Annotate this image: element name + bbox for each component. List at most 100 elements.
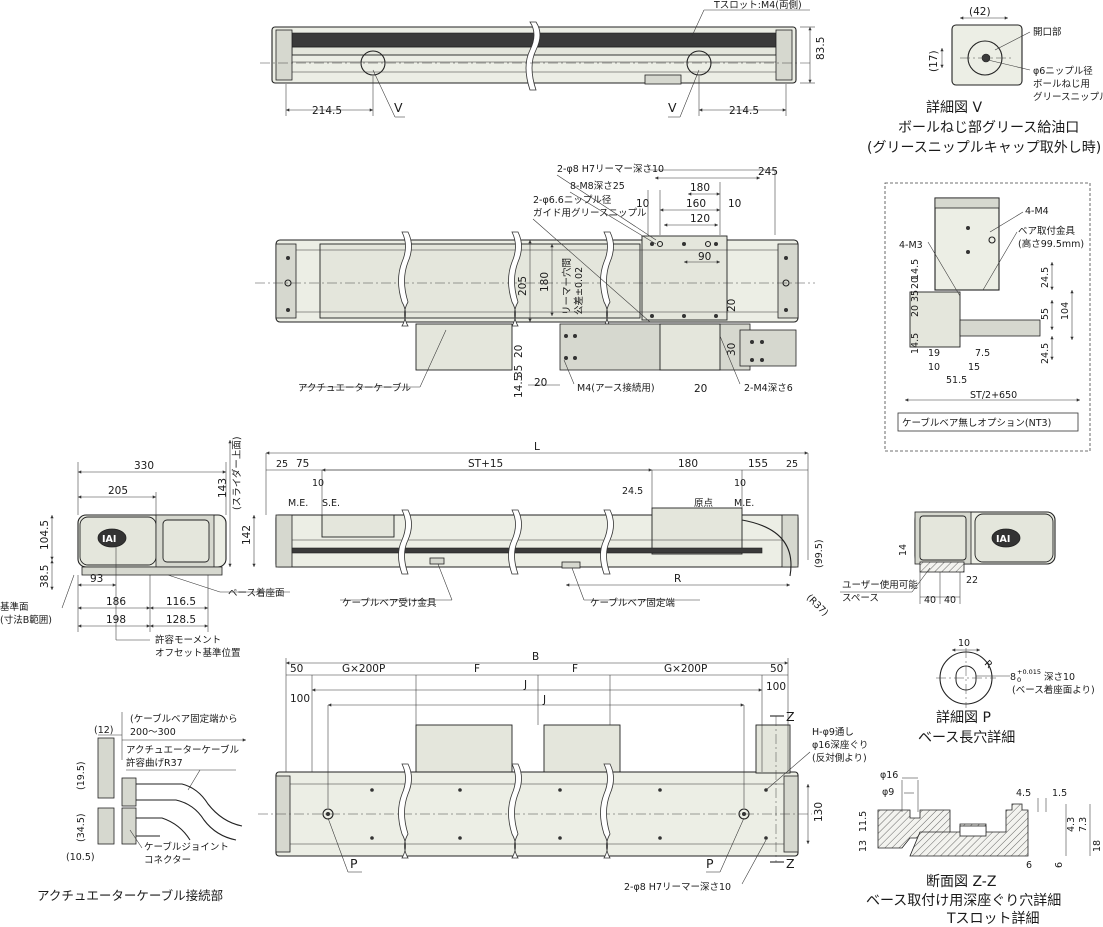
zz-d13: 13 bbox=[858, 840, 869, 852]
detail-p-title: 詳細図 P bbox=[936, 710, 991, 726]
bottom-J2: J bbox=[542, 694, 546, 706]
cable-d195: (19.5) bbox=[76, 761, 87, 790]
label-v-left: V bbox=[394, 100, 403, 115]
bottom-J1: J bbox=[523, 679, 527, 691]
plan-d30: 30 bbox=[726, 343, 738, 356]
side-se: S.E. bbox=[322, 498, 340, 509]
user-space1: ユーザー使用可能 bbox=[842, 579, 918, 591]
side-d10b: 10 bbox=[734, 478, 746, 489]
bottom-d100a: 100 bbox=[290, 693, 310, 705]
zz-d6b: 6 bbox=[1054, 862, 1065, 868]
right-d40a: 40 bbox=[924, 595, 936, 606]
detail-p-d10: 10 bbox=[958, 638, 970, 649]
detail-v-width: (42) bbox=[969, 6, 991, 18]
plan-reamer-pitch2: 公差±0.02 bbox=[573, 267, 585, 315]
nt3-d245b: 24.5 bbox=[1040, 343, 1051, 364]
end-logo: IAI bbox=[102, 534, 116, 545]
nt3-option-box: 4-M4 ベア取付金具 (高さ99.5mm) 4-M3 14.5 20 35 2… bbox=[884, 182, 1091, 452]
nt3-d19: 19 bbox=[928, 348, 940, 359]
end-d385: 38.5 bbox=[39, 565, 51, 588]
zz-d73: 7.3 bbox=[1078, 817, 1089, 832]
end-view: IAI 330 205 143 (スライダー上面) 142 104.5 38.5… bbox=[0, 436, 290, 659]
plan-reamer-pitch1: リーマー穴間 bbox=[561, 258, 573, 315]
nt3-d145b: 14.5 bbox=[910, 333, 921, 354]
plan-d20b: 20 bbox=[513, 345, 525, 358]
cable-joint2: コネクター bbox=[144, 855, 191, 866]
plan-d10a: 10 bbox=[636, 198, 649, 210]
plan-d10b: 10 bbox=[728, 198, 741, 210]
side-d155: 155 bbox=[748, 458, 768, 470]
top-dim-right: 214.5 bbox=[729, 105, 759, 117]
zz-d115: 11.5 bbox=[858, 811, 869, 832]
bottom-g200b: G×200P bbox=[664, 663, 707, 675]
nt3-d104: 104 bbox=[1060, 302, 1071, 320]
bottom-Z1: Z bbox=[786, 709, 795, 724]
cable-d345: (34.5) bbox=[76, 813, 87, 842]
zz-tslot: Tスロット詳細 bbox=[946, 911, 1040, 927]
side-r37: (R37) bbox=[804, 592, 830, 618]
plan-d35: 35 bbox=[513, 365, 525, 378]
cable-d105: (10.5) bbox=[66, 852, 95, 863]
bottom-F1: F bbox=[474, 663, 480, 675]
plan-d20d: 20 bbox=[534, 377, 547, 389]
detail-p-hole: 8 bbox=[1010, 672, 1016, 683]
detail-v-title: 詳細図 V bbox=[926, 100, 982, 116]
cable-bend2: 許容曲げR37 bbox=[126, 757, 183, 769]
cable-from-fixed2: 200〜300 bbox=[130, 727, 176, 738]
detail-p-subtitle: ベース長穴詳細 bbox=[918, 730, 1015, 746]
side-view: L 25 75 ST+15 180 155 25 10 24.5 10 M.E.… bbox=[265, 441, 830, 619]
top-view: 214.5 214.5 V V Tスロット:M4(両側) 83.5 bbox=[260, 0, 827, 118]
side-d180: 180 bbox=[678, 458, 698, 470]
bearer-receiver-label: ケーブルベア受け金具 bbox=[342, 597, 437, 609]
nt3-pair-fix2: (高さ99.5mm) bbox=[1018, 238, 1084, 250]
bearer-fixed-label: ケーブルベア固定端 bbox=[590, 597, 675, 609]
zz-subtitle: ベース取付け用深座ぐり穴詳細 bbox=[866, 893, 1061, 909]
nipple-line3: グリースニップル bbox=[1033, 91, 1103, 103]
cable-d12: (12) bbox=[94, 725, 114, 736]
zz-title: 断面図 Z-Z bbox=[926, 874, 996, 890]
end-d1045: 104.5 bbox=[39, 520, 51, 550]
side-L: L bbox=[534, 441, 540, 453]
nt3-d245a: 24.5 bbox=[1040, 267, 1051, 288]
nipple-line2: ボールねじ用 bbox=[1033, 79, 1090, 90]
actuator-cable-label: アクチュエーターケーブル bbox=[298, 382, 411, 394]
side-d995: (99.5) bbox=[814, 539, 825, 568]
nt3-m3: 4-M3 bbox=[899, 240, 923, 251]
bottom-F2: F bbox=[572, 663, 578, 675]
cable-caption: アクチュエーターケーブル接続部 bbox=[37, 888, 223, 903]
end-d143: 143 bbox=[217, 478, 229, 498]
top-height: 83.5 bbox=[815, 37, 827, 60]
right-d14: 14 bbox=[898, 544, 909, 556]
zz-d45: 4.5 bbox=[1016, 788, 1031, 799]
detail-p: 10 R 8 +0.015 0 深さ10 (ベース着座面より) 詳細図 P ベー… bbox=[918, 638, 1095, 746]
plan-nipple1: 2-φ6.6ニップル径 bbox=[533, 194, 612, 206]
nt3-m4: 4-M4 bbox=[1025, 206, 1049, 217]
nt3-d20b: 20 bbox=[910, 277, 921, 289]
end-d93: 93 bbox=[90, 573, 103, 585]
top-dim-left: 214.5 bbox=[312, 105, 342, 117]
plan-d245: 245 bbox=[758, 166, 778, 178]
m4-depth-label: 2-M4深さ6 bbox=[744, 383, 793, 394]
bottom-Z2: Z bbox=[786, 856, 795, 871]
side-d10a: 10 bbox=[312, 478, 324, 489]
label-v-right: V bbox=[668, 100, 677, 115]
detail-v-note: (グリースニップルキャップ取外し時) bbox=[867, 140, 1101, 156]
detail-p-from: (ベース着座面より) bbox=[1012, 684, 1095, 696]
bottom-P1: P bbox=[350, 856, 358, 871]
side-R: R bbox=[674, 573, 681, 585]
side-me1: M.E. bbox=[288, 498, 308, 509]
detail-p-depth: 深さ10 bbox=[1044, 672, 1075, 683]
plan-d145: 14.5 bbox=[513, 375, 525, 398]
bottom-view: B 50 G×200P F F G×200P 50 100 J 100 J Z … bbox=[258, 651, 868, 893]
plan-d160: 160 bbox=[686, 198, 706, 210]
base-ref1: 基準面 bbox=[0, 601, 29, 613]
end-d1285: 128.5 bbox=[166, 614, 196, 626]
side-d75: 75 bbox=[296, 458, 309, 470]
end-slider-top: (スライダー上面) bbox=[231, 436, 243, 510]
right-d22: 22 bbox=[966, 575, 978, 586]
base-ref2: (寸法B範囲) bbox=[0, 614, 52, 626]
nt3-d515: 51.5 bbox=[946, 375, 967, 386]
cable-from-fixed1: (ケーブルベア固定端から bbox=[130, 713, 238, 725]
bottom-hole3: (反対側より) bbox=[812, 752, 867, 764]
